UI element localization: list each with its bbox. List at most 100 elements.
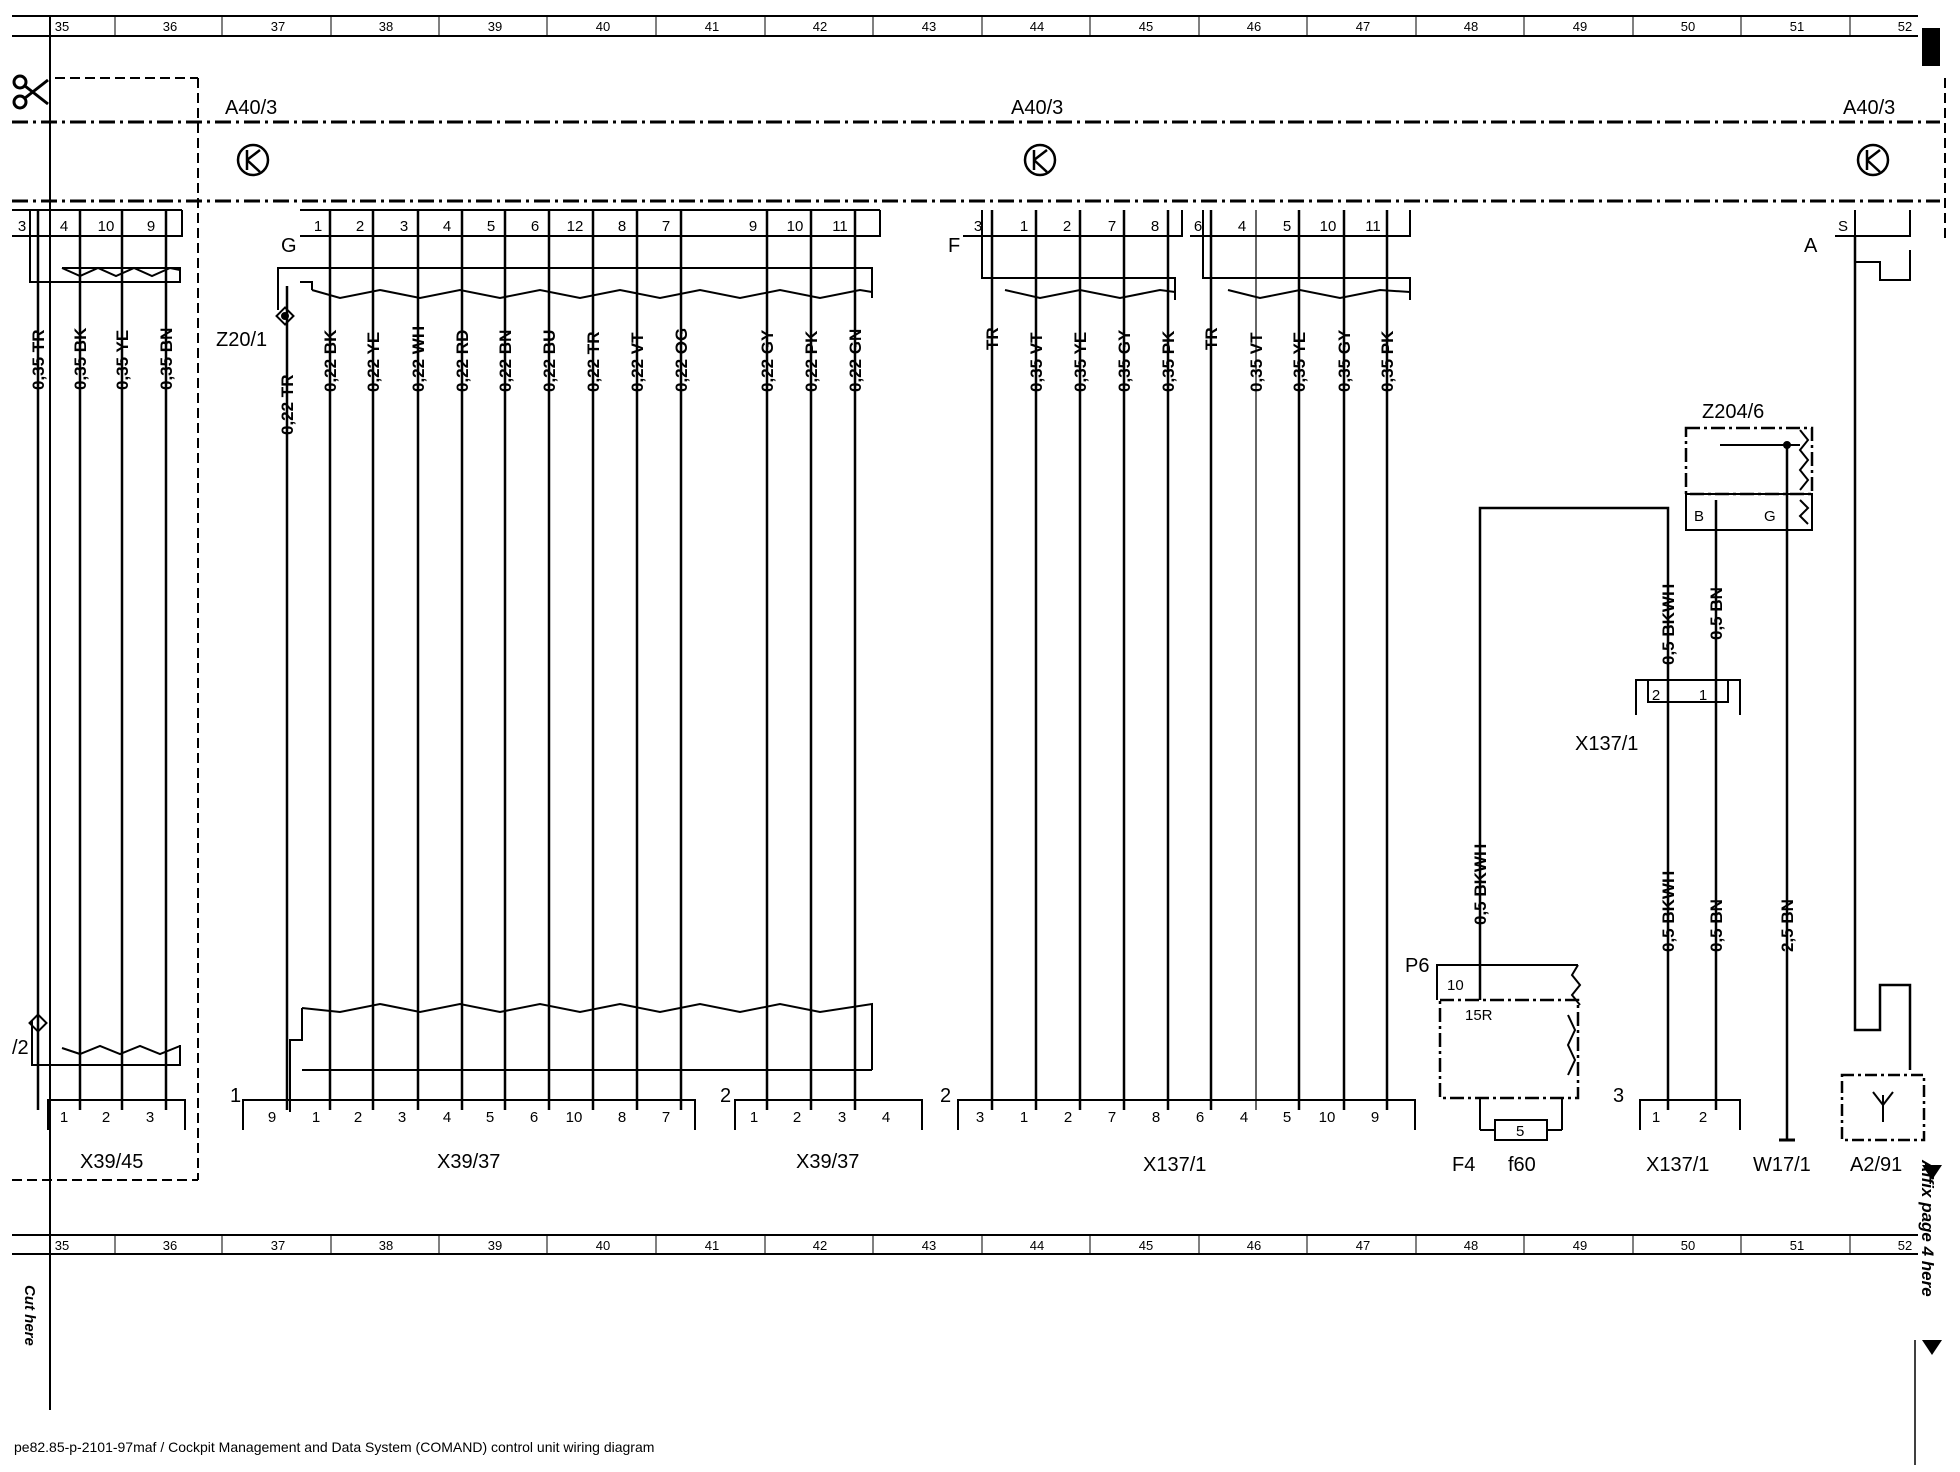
top-connector-5 — [1835, 210, 1911, 237]
ruler-number: 48 — [1464, 19, 1478, 34]
ruler-number: 47 — [1356, 19, 1370, 34]
pin-number: 6 — [531, 218, 539, 235]
wire-label: 0,5 BN — [1707, 899, 1726, 952]
transistor-icon — [236, 143, 270, 177]
pin-number: 10 — [1320, 218, 1337, 235]
connector-pin-1: 1 — [230, 1085, 241, 1107]
pin-number: 4 — [1238, 218, 1246, 235]
label-w17: W17/1 — [1753, 1154, 1811, 1176]
ruler-number: 47 — [1356, 1238, 1370, 1253]
bottom-pins-x137-1a: 3 1 2 7 8 6 4 5 10 9 — [976, 1109, 1379, 1126]
wire-label: 0,35 YE — [1290, 332, 1309, 392]
affix-note: Affix page 4 here — [1918, 1159, 1937, 1297]
top-pins-3: 3 1 2 7 8 — [974, 218, 1159, 235]
left-module-border — [12, 77, 199, 1181]
pin-number: 11 — [832, 218, 848, 235]
wire-label: 0,35 TR — [29, 330, 48, 390]
bottom-pins-x39-37a: 9 1 2 3 4 5 6 10 8 7 — [268, 1109, 670, 1126]
wire-label: TR — [983, 327, 1002, 350]
pin-number: 3 — [398, 1109, 406, 1126]
pin-number: 9 — [1371, 1109, 1379, 1126]
pin-number: 7 — [1108, 1109, 1116, 1126]
transistor-icon — [1023, 143, 1057, 177]
ruler-number: 36 — [163, 1238, 177, 1253]
ruler-number: 45 — [1139, 1238, 1153, 1253]
top-pins-5: S — [1838, 218, 1848, 235]
fuse-value: 5 — [1516, 1123, 1524, 1140]
pin-number: 12 — [567, 218, 584, 235]
component-label: A40/3 — [1011, 97, 1063, 119]
pin-number: 1 — [750, 1109, 758, 1126]
pin-number: 7 — [1108, 218, 1116, 235]
connector-name-x39-37a: X39/37 — [437, 1151, 500, 1173]
pin-number: 6 — [1196, 1109, 1204, 1126]
pin-number: 1 — [312, 1109, 320, 1126]
wire-label: 0,22 BK — [321, 329, 340, 392]
ruler-number: 43 — [922, 19, 936, 34]
pin-label: G — [1764, 508, 1776, 525]
pin-number: 2 — [1699, 1109, 1707, 1126]
connector-label-z20-left: /2 — [12, 1037, 29, 1059]
pin-number: 4 — [60, 218, 68, 235]
ruler-number: 44 — [1030, 19, 1044, 34]
mid-pins-x137: 2 1 — [1652, 687, 1707, 704]
pin-number: 6 — [1194, 218, 1202, 235]
pin-number: 2 — [1063, 218, 1071, 235]
wire-label: TR — [1202, 327, 1221, 350]
pin-number: 1 — [314, 218, 322, 235]
ruler-number: 39 — [488, 1238, 502, 1253]
cable-shield — [28, 1013, 181, 1066]
pin-number: 2 — [1652, 687, 1660, 704]
control-unit-border — [12, 120, 1940, 203]
pin-number: 9 — [749, 218, 757, 235]
pin-number: 2 — [102, 1109, 110, 1126]
pin-number: 3 — [400, 218, 408, 235]
ruler-number: 40 — [596, 1238, 610, 1253]
pin-number: 9 — [268, 1109, 276, 1126]
pin-number: 4 — [1240, 1109, 1248, 1126]
wire-label: 0,22 TR — [584, 332, 603, 392]
ruler-number: 45 — [1139, 19, 1153, 34]
bottom-ruler-numbers: 35 36 37 38 39 40 41 42 43 44 45 46 47 4… — [55, 1238, 1912, 1253]
z204-connector — [1685, 429, 1813, 531]
pin-number: 4 — [882, 1109, 890, 1126]
pin-number: 5 — [1283, 1109, 1291, 1126]
pin-number: 2 — [1064, 1109, 1072, 1126]
ruler-number: 36 — [163, 19, 177, 34]
label-a2-91: A2/91 — [1850, 1154, 1902, 1176]
top-connector-1 — [12, 209, 183, 237]
cable-shield — [1854, 210, 1911, 281]
pin-number: 1 — [1652, 1109, 1660, 1126]
wire-label: 0,35 YE — [113, 330, 132, 390]
p6-fuse-module — [1436, 964, 1582, 1141]
ruler-number: 38 — [379, 1238, 393, 1253]
pin-number: 10 — [787, 218, 804, 235]
wire-label: 0,5 BKWH — [1471, 844, 1490, 925]
bottom-ruler — [12, 1234, 1918, 1255]
connector-pin-2: 2 — [720, 1085, 731, 1107]
pin-number: 10 — [566, 1109, 583, 1126]
pin-number: 2 — [354, 1109, 362, 1126]
wire-label: 0,22 GY — [758, 329, 777, 392]
wire-f4 — [1478, 506, 1670, 1000]
connector-label-x137-mid: X137/1 — [1575, 733, 1638, 755]
pin-number: 1 — [1699, 687, 1707, 704]
top-pins-2: 1 2 3 4 5 6 12 8 7 9 10 11 — [314, 218, 848, 235]
wire-label: 2,5 BN — [1778, 899, 1797, 952]
top-connector-3 — [963, 210, 1183, 237]
pin-number: 5 — [487, 218, 495, 235]
pin-number: 8 — [618, 1109, 626, 1126]
ruler-number: 35 — [55, 1238, 69, 1253]
connector-label-z204: Z204/6 — [1702, 401, 1764, 423]
ruler-number: 40 — [596, 19, 610, 34]
pin-number: 7 — [662, 1109, 670, 1126]
ruler-number: 52 — [1898, 19, 1912, 34]
arrow-down-icon — [1922, 1340, 1942, 1355]
page-marker — [1922, 28, 1940, 66]
ruler-number: 37 — [271, 19, 285, 34]
ruler-number: 50 — [1681, 1238, 1695, 1253]
pin-number: 2 — [356, 218, 364, 235]
cut-note: Cut here — [21, 1285, 38, 1346]
connector-label-p6: P6 — [1405, 955, 1429, 977]
